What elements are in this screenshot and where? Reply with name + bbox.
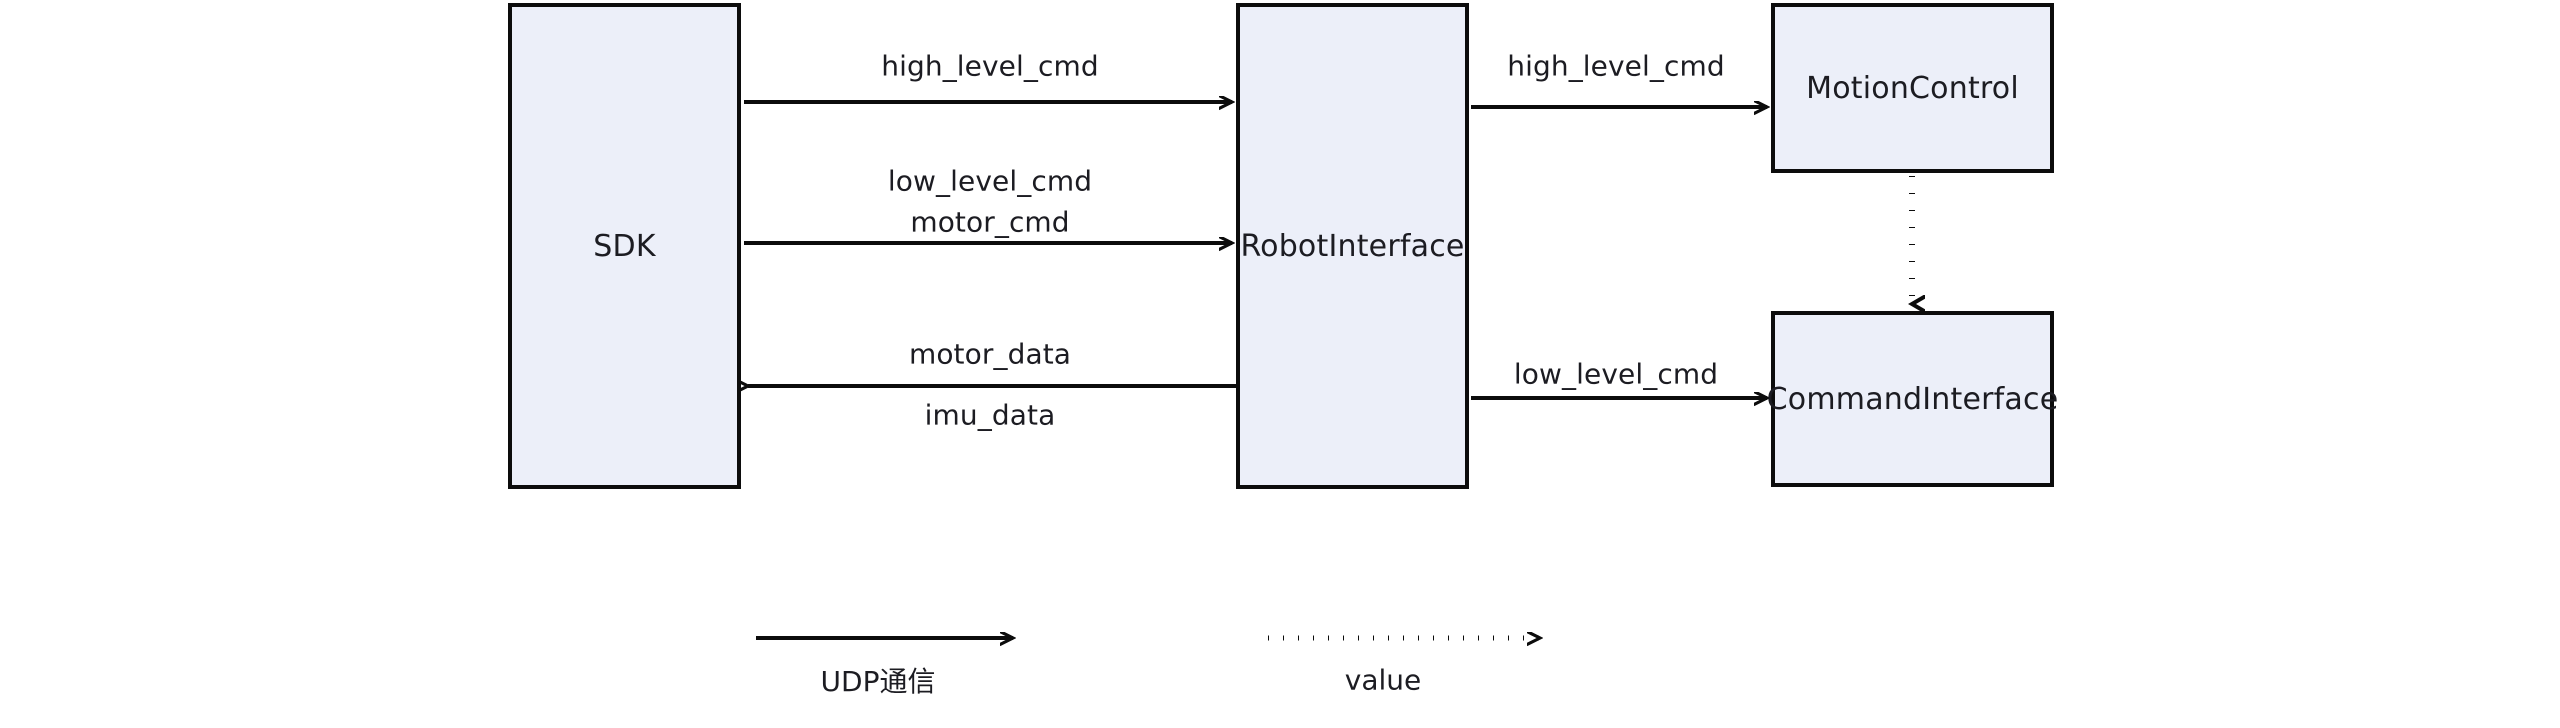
edge-label-sdk-low-level-cmd: low_level_cmd [887, 164, 1093, 198]
edge-label-sdk-high-level-cmd: high_level_cmd [881, 49, 1099, 83]
edge-label-right-low-level-cmd: low_level_cmd [1513, 357, 1719, 391]
node-command-interface[interactable]: CommandInterface [1767, 311, 2058, 487]
node-sdk-label: SDK [593, 228, 656, 264]
node-command-interface-label: CommandInterface [1766, 381, 2059, 417]
edge-label-right-high-level-cmd: high_level_cmd [1507, 49, 1725, 83]
node-sdk[interactable]: SDK [508, 3, 741, 489]
legend-label-udp: UDP通信 [820, 665, 936, 698]
edge-label-sdk-motor-data: motor_data [908, 337, 1072, 371]
node-robot-interface-label: RobotInterface [1240, 228, 1465, 264]
edge-label-sdk-motor-cmd: motor_cmd [910, 205, 1070, 239]
node-motion-control-label: MotionControl [1806, 70, 2019, 106]
edge-label-sdk-imu-data: imu_data [924, 398, 1056, 432]
legend-label-value: value [1344, 663, 1422, 697]
node-motion-control[interactable]: MotionControl [1771, 3, 2054, 173]
node-robot-interface[interactable]: RobotInterface [1236, 3, 1469, 489]
